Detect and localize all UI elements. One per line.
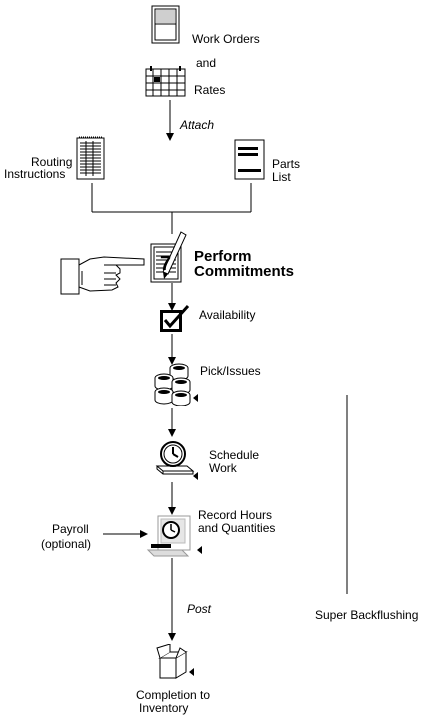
payroll-label-line2: (optional) <box>41 537 92 551</box>
pick-issues-label: Pick/Issues <box>200 364 261 378</box>
payroll-label-line1: Payroll <box>52 522 89 536</box>
pointing-hand-icon <box>60 256 145 295</box>
pointer-mark-completion <box>189 668 194 676</box>
routing-label-line2: Instructions <box>4 167 66 181</box>
pointer-mark-schedule <box>193 472 198 480</box>
availability-icon <box>160 304 190 332</box>
super-backflushing-label: Super Backflushing <box>315 608 419 622</box>
completion-label-line2: Inventory <box>139 701 189 715</box>
pointer-mark-record <box>197 546 202 554</box>
svg-text:7: 7 <box>160 253 171 275</box>
schedule-label-line1: Schedule <box>209 448 260 462</box>
record-hours-icon <box>146 515 191 557</box>
routing-instructions-icon <box>76 136 105 180</box>
completion-box-icon <box>156 644 188 679</box>
work-orders-label: Work Orders <box>192 32 260 46</box>
attach-label: Attach <box>180 118 215 132</box>
parts-label-line2: List <box>272 170 291 184</box>
record-label-line2: and Quantities <box>198 521 276 535</box>
parts-label-line1: Parts <box>272 157 301 171</box>
parts-list-icon <box>234 139 265 180</box>
and-label: and <box>196 56 217 70</box>
availability-label: Availability <box>199 308 256 322</box>
work-orders-icon <box>151 5 180 44</box>
post-label: Post <box>187 602 212 616</box>
record-label-line1: Record Hours <box>198 508 273 522</box>
perform-label-line2: Commitments <box>194 263 295 280</box>
rates-label: Rates <box>194 83 226 97</box>
rates-icon <box>145 66 186 97</box>
schedule-work-icon <box>155 441 195 475</box>
routing-label-line1: Routing <box>31 155 73 169</box>
pointer-mark-pick <box>193 394 198 402</box>
pick-issues-icon <box>154 363 191 406</box>
perform-label-line1: Perform <box>194 248 252 265</box>
completion-label-line1: Completion to <box>136 688 211 702</box>
schedule-label-line2: Work <box>209 461 237 475</box>
perform-commitments-icon: 7 <box>150 231 187 283</box>
